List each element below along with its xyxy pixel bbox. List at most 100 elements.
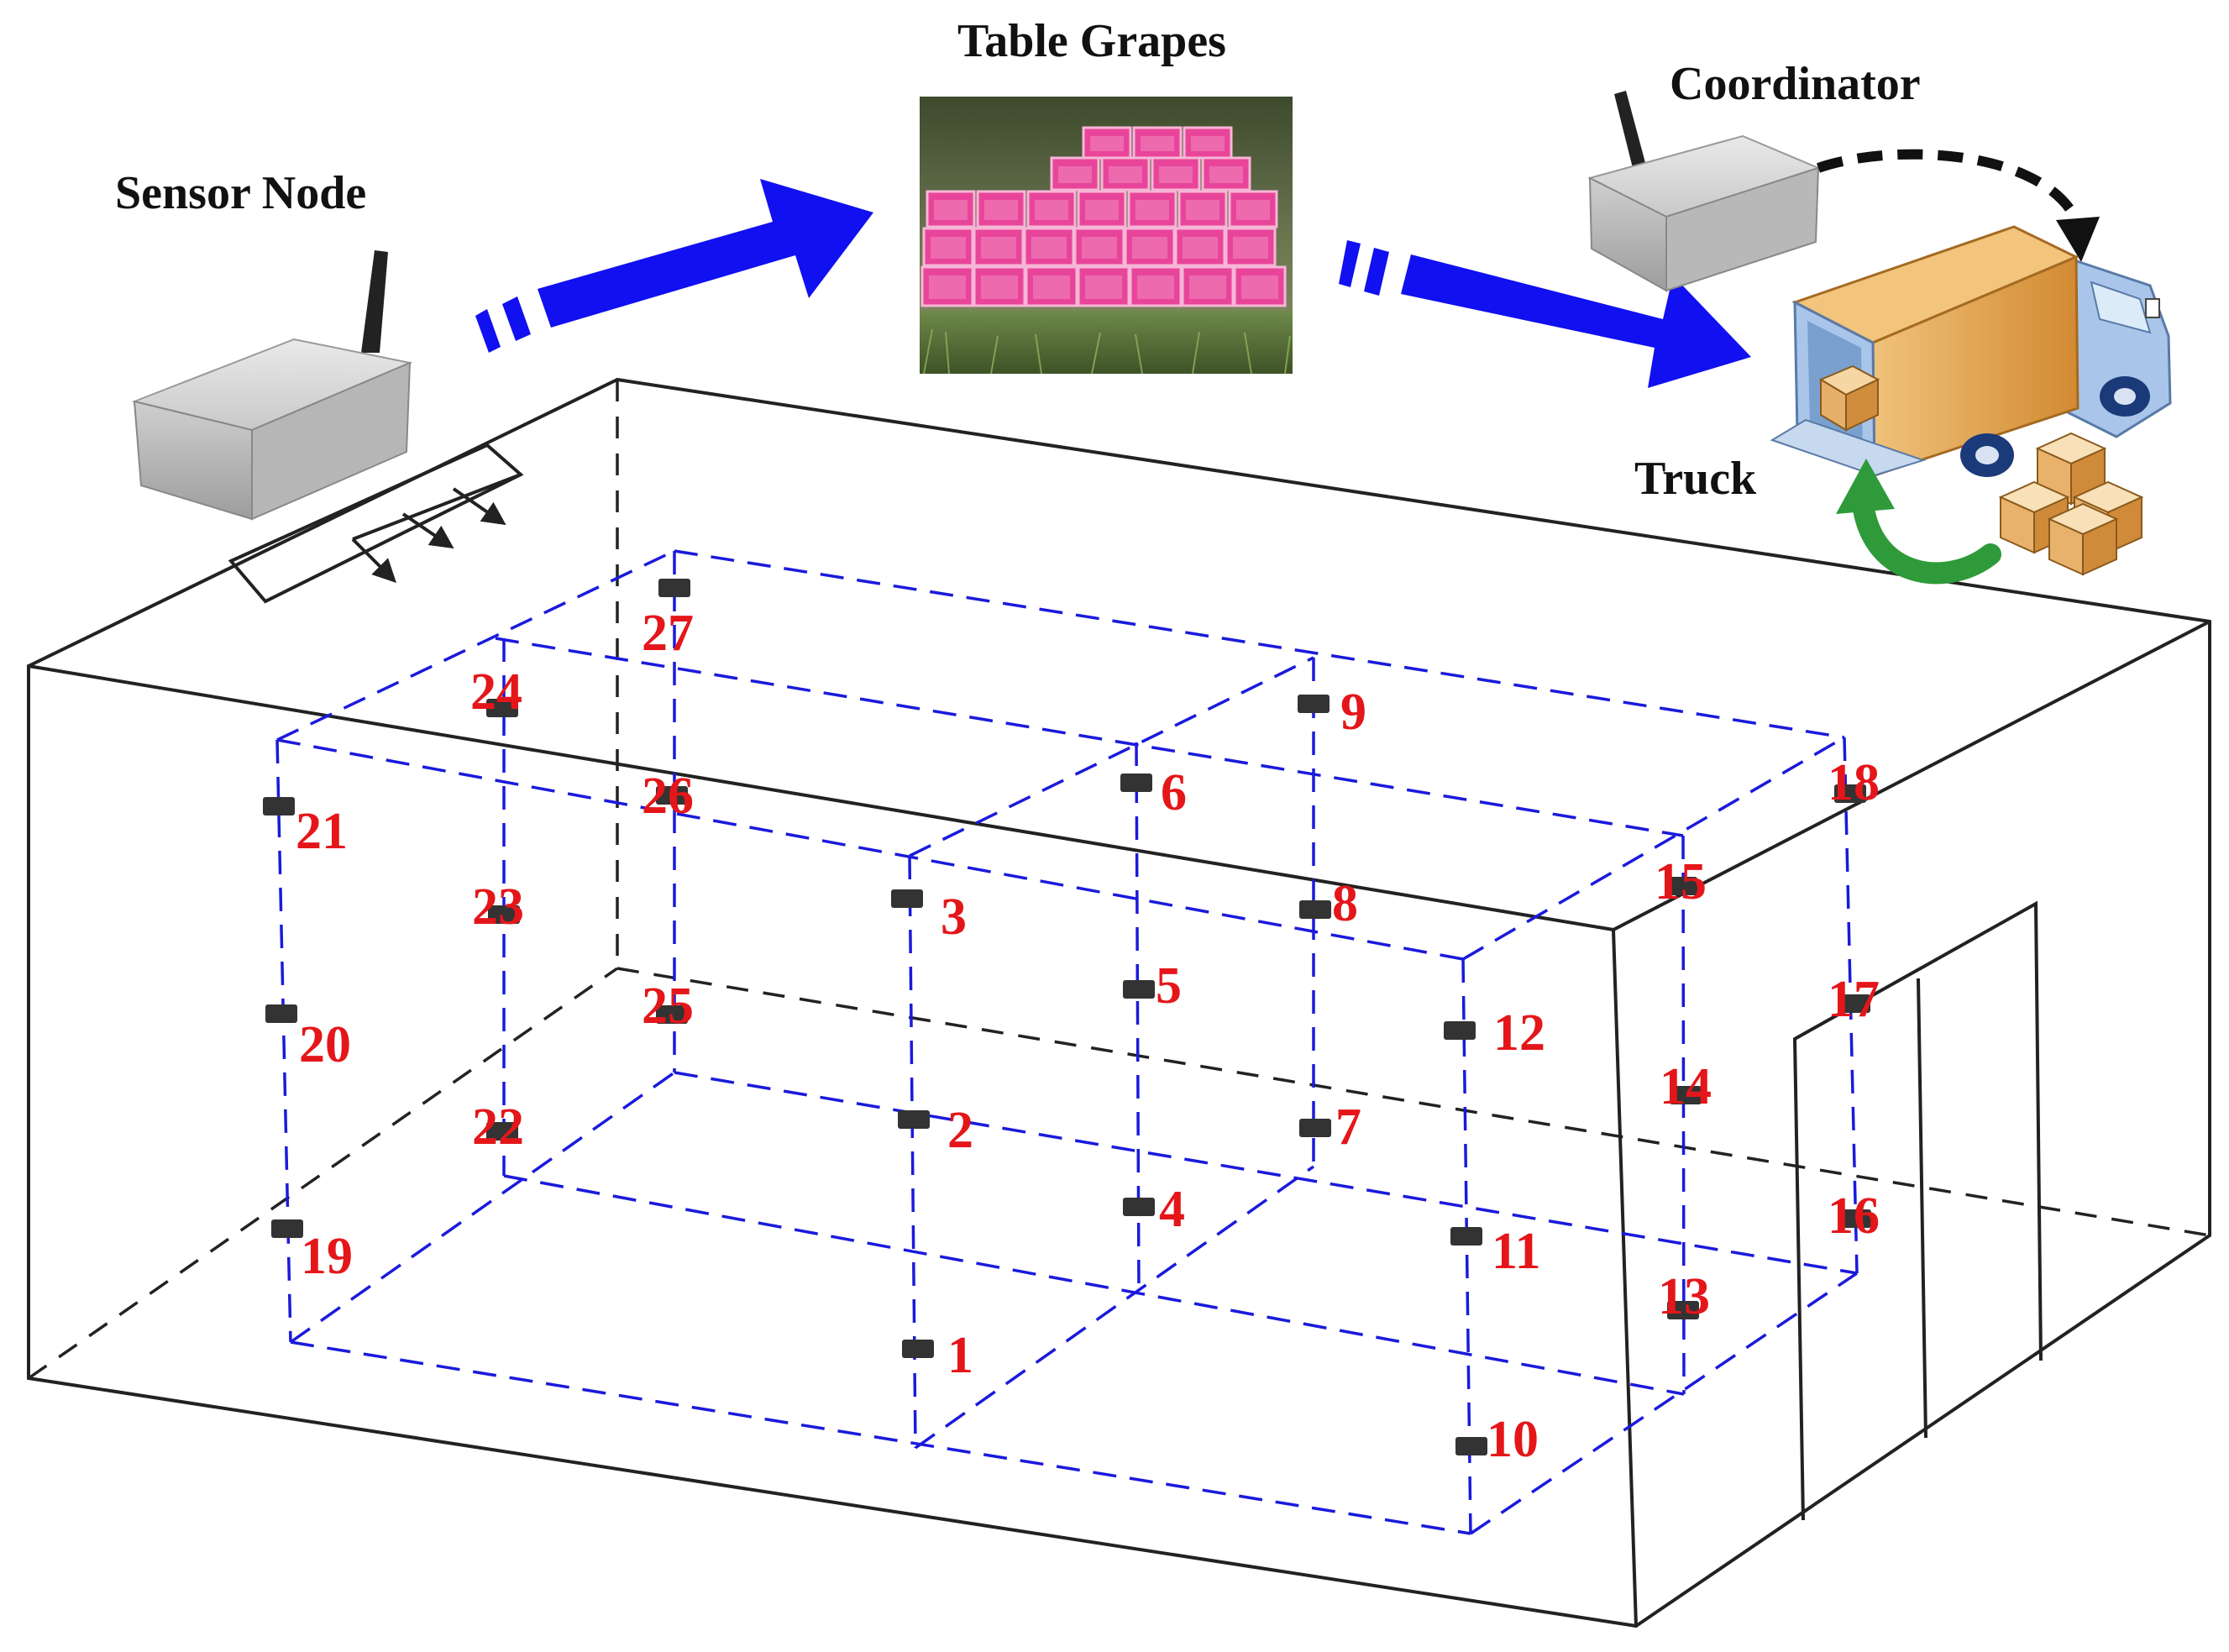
sensor-marker-2: [898, 1110, 930, 1129]
sensor-marker-16: [1839, 1209, 1871, 1228]
grape-box-window: [984, 200, 1018, 220]
air-vent: [228, 443, 524, 604]
sensor-marker-22: [486, 1122, 518, 1141]
sensor-marker-15: [1665, 877, 1697, 895]
sensor-label-16: 16: [1828, 1188, 1880, 1245]
sensor-marker-4: [1123, 1198, 1155, 1216]
sensor-marker-26: [656, 786, 688, 805]
coordinator-device-icon: [1587, 91, 1821, 292]
sensor-label-27: 27: [642, 605, 694, 662]
sensor-node-label: Sensor Node: [115, 167, 366, 219]
sensor-label-17: 17: [1828, 971, 1880, 1028]
sensor-label-24: 24: [470, 663, 522, 721]
sensor-label-13: 13: [1658, 1268, 1710, 1325]
sensor-markers: 1234567891011121314151617181920212223242…: [263, 579, 1880, 1468]
flow-arrow-icon: [475, 179, 873, 353]
flow-arrow-icon: [1339, 240, 1751, 388]
sensor-label-19: 19: [301, 1228, 353, 1285]
grape-box-window: [1033, 275, 1070, 299]
grape-box-window: [1085, 275, 1122, 299]
grape-box-window: [1031, 237, 1067, 259]
sensor-label-20: 20: [299, 1016, 351, 1073]
sensor-marker-25: [656, 1005, 688, 1024]
grape-box-window: [1233, 237, 1268, 259]
sensor-marker-10: [1455, 1437, 1487, 1455]
grape-box-window: [1109, 166, 1142, 183]
coordinator-label: Coordinator: [1670, 58, 1921, 110]
sensor-marker-23: [488, 905, 520, 924]
sensor-label-26: 26: [642, 768, 694, 825]
sensor-label-5: 5: [1156, 957, 1182, 1015]
grape-box-window: [1137, 275, 1174, 299]
sensor-label-8: 8: [1332, 875, 1358, 932]
wireless-link-arrow: [1817, 149, 2100, 262]
grape-box-window: [1141, 136, 1174, 151]
sensor-marker-11: [1450, 1227, 1482, 1246]
grape-box-window: [1058, 166, 1092, 183]
loading-cycle-arrow: [1836, 459, 2001, 585]
sensor-label-4: 4: [1159, 1181, 1185, 1238]
table-grapes-photo: [920, 97, 1293, 375]
grape-box-window: [1236, 200, 1270, 220]
grape-box-window: [1085, 200, 1119, 220]
sensor-marker-24: [486, 699, 518, 717]
sensor-label-10: 10: [1487, 1411, 1539, 1468]
sensor-marker-12: [1444, 1021, 1476, 1040]
grape-box-window: [1186, 200, 1219, 220]
sensor-marker-8: [1299, 900, 1331, 919]
grape-box-window: [1189, 275, 1226, 299]
sensor-marker-7: [1299, 1119, 1331, 1137]
sensor-marker-19: [271, 1219, 303, 1238]
grape-box-window: [981, 237, 1016, 259]
sensor-marker-9: [1298, 695, 1330, 713]
room-door: [1792, 900, 2043, 1521]
sensor-label-12: 12: [1493, 1004, 1545, 1062]
sensor-label-23: 23: [472, 878, 524, 936]
grape-box-window: [1183, 237, 1218, 259]
sensor-label-11: 11: [1492, 1223, 1541, 1280]
grape-box-window: [1191, 136, 1225, 151]
grape-box-window: [1035, 200, 1068, 220]
grape-box-window: [981, 275, 1018, 299]
sensor-label-18: 18: [1828, 754, 1880, 811]
sensor-marker-6: [1120, 774, 1152, 792]
grape-box-window: [1132, 237, 1167, 259]
sensor-marker-21: [263, 797, 295, 816]
grape-box-window: [1090, 136, 1124, 151]
sensor-label-21: 21: [296, 803, 348, 860]
grape-box-window: [1241, 275, 1278, 299]
sensor-label-3: 3: [941, 889, 967, 946]
sensor-marker-20: [265, 1004, 297, 1023]
sensor-marker-17: [1838, 994, 1870, 1013]
truck-label: Truck: [1634, 453, 1757, 505]
sensor-marker-5: [1123, 980, 1155, 999]
sensor-marker-13: [1667, 1301, 1699, 1319]
grape-box-window: [931, 237, 966, 259]
sensor-label-2: 2: [947, 1102, 973, 1159]
grape-box-window: [934, 200, 968, 220]
sensor-label-7: 7: [1335, 1099, 1361, 1156]
sensor-node-device-icon: [131, 250, 413, 521]
grape-box-window: [1159, 166, 1193, 183]
truck-icon: [1770, 225, 2172, 478]
sensor-label-15: 15: [1655, 853, 1707, 910]
storage-room-outline: [27, 377, 2211, 1628]
sensor-label-25: 25: [642, 978, 694, 1035]
grape-box-window: [1082, 237, 1117, 259]
table-grapes-label: Table Grapes: [957, 15, 1226, 67]
grape-box-window: [1209, 166, 1243, 183]
cargo-boxes-icon: [1998, 432, 2144, 576]
grape-box-window: [1135, 200, 1169, 220]
sensor-label-6: 6: [1161, 764, 1187, 821]
sensor-label-1: 1: [947, 1327, 973, 1384]
sensor-label-9: 9: [1340, 684, 1366, 741]
grape-box-window: [929, 275, 966, 299]
sensor-marker-14: [1670, 1086, 1702, 1104]
sensor-marker-3: [891, 889, 923, 908]
sensor-marker-27: [658, 579, 690, 597]
sensor-marker-18: [1834, 784, 1866, 803]
sensor-marker-1: [902, 1340, 934, 1358]
sensor-label-14: 14: [1660, 1058, 1712, 1115]
sensor-label-22: 22: [472, 1099, 524, 1156]
